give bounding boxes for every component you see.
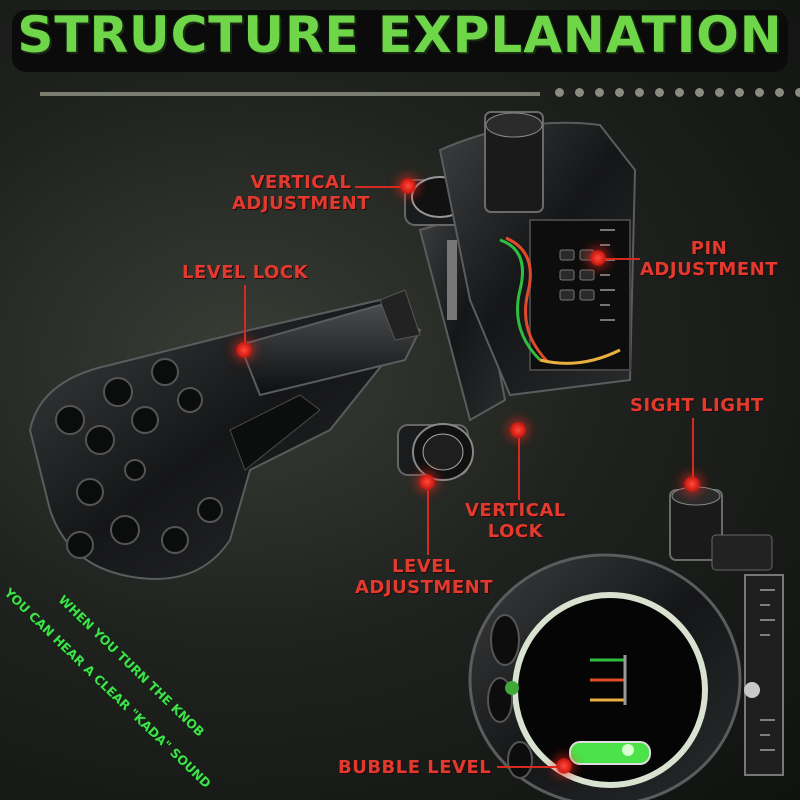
line-bubble-level (497, 766, 557, 768)
label-sight-light: SIGHT LIGHT (630, 395, 764, 416)
title-underline (40, 92, 540, 96)
marker-level-lock (236, 342, 252, 358)
marker-vertical-adjustment (400, 178, 416, 194)
marker-pin-adjustment (590, 250, 606, 266)
title-dots (555, 88, 800, 97)
label-pin-adjustment: PIN ADJUSTMENT (640, 238, 778, 280)
label-level-adjustment: LEVEL ADJUSTMENT (355, 556, 493, 598)
marker-sight-light (684, 476, 700, 492)
title-bar (12, 10, 788, 72)
marker-level-adjustment (419, 474, 435, 490)
sight-head-upper (438, 111, 637, 397)
line-vertical-adjustment (355, 186, 410, 188)
line-level-adjustment (427, 490, 429, 555)
page-title: STRUCTURE EXPLANATION (17, 6, 783, 64)
marker-bubble-level (556, 758, 572, 774)
line-vertical-lock (518, 438, 520, 500)
label-vertical-adjustment: VERTICAL ADJUSTMENT (232, 172, 370, 214)
extension-arm (238, 289, 422, 397)
label-level-lock: LEVEL LOCK (182, 262, 309, 283)
line-sight-light (692, 418, 694, 488)
sight-housing-lower (468, 486, 784, 800)
label-vertical-lock: VERTICAL LOCK (465, 500, 566, 542)
line-pin-adjustment (600, 258, 640, 260)
marker-vertical-lock (510, 422, 526, 438)
line-level-lock (244, 285, 246, 345)
label-bubble-level: BUBBLE LEVEL (338, 757, 492, 778)
level-adjustment-knob (397, 423, 474, 481)
